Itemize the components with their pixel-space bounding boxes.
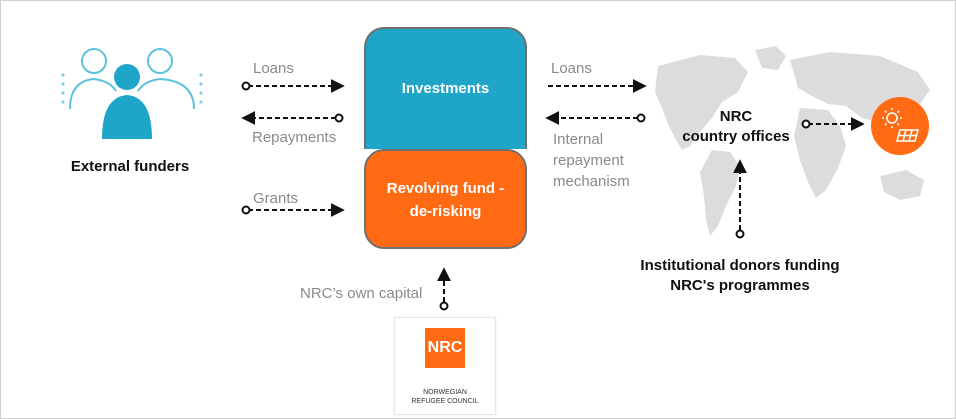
revolving-label-2: de-risking bbox=[409, 203, 482, 220]
own-capital-label: NRC’s own capital bbox=[300, 285, 423, 302]
investments-box: Investments bbox=[364, 27, 527, 149]
loans-out-label: Loans bbox=[551, 60, 592, 77]
country-offices-label: NRC country offices bbox=[682, 108, 790, 145]
investments-label: Investments bbox=[401, 80, 490, 97]
nrc-logo: NRC NORWEGIAN REFUGEE COUNCIL bbox=[394, 317, 496, 415]
nrc-logo-mark: NRC bbox=[425, 328, 465, 368]
loans-in-label: Loans bbox=[253, 60, 294, 77]
people-icon bbox=[61, 48, 203, 139]
revolving-fund-box: Revolving fund - de-risking bbox=[364, 149, 527, 249]
repayments-label: Repayments bbox=[252, 129, 337, 146]
revolving-label-1: Revolving fund - bbox=[386, 180, 505, 197]
donors-label: Institutional donors funding NRC's progr… bbox=[640, 257, 840, 294]
internal-repayment-label: Internal repayment mechanism bbox=[553, 131, 630, 190]
grants-label: Grants bbox=[253, 190, 299, 207]
funders-label: External funders bbox=[70, 158, 190, 175]
solar-panel-icon bbox=[871, 97, 929, 155]
